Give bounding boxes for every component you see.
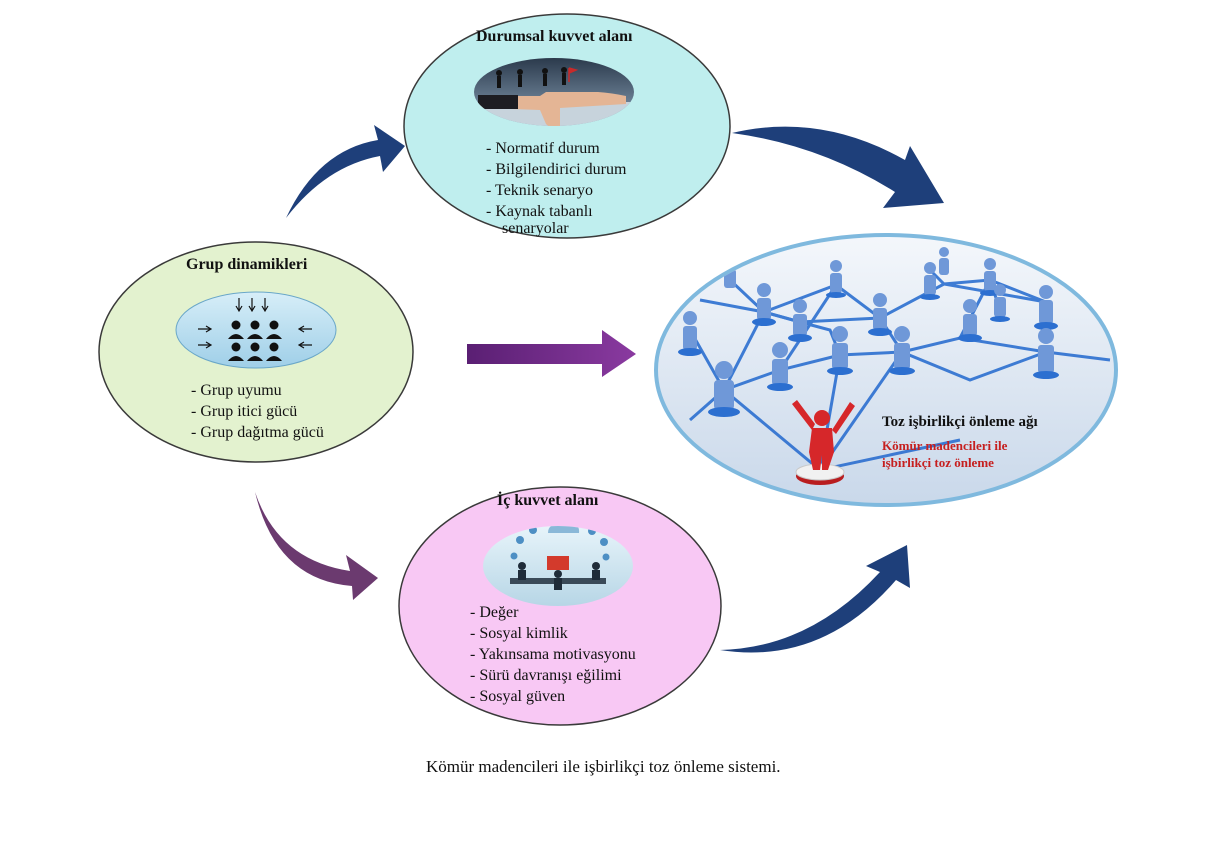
situational-items: - Normatif durum - Bilgilendirici durum …: [486, 138, 626, 239]
network-subtitle: Kömür madencileri ile işbirlikçi toz önl…: [882, 437, 1007, 471]
group-items: - Grup uyumu - Grup itici gücü - Grup da…: [191, 380, 324, 443]
arrow-group-to-situational: [286, 125, 405, 218]
situational-item-resource-cont: senaryolar: [502, 220, 569, 237]
situational-item-technical: - Teknik senaryo: [486, 182, 593, 199]
situational-item-normative: - Normatif durum: [486, 140, 600, 157]
team-desk-cloud-icon: [483, 526, 633, 606]
internal-item-social-identity: - Sosyal kimlik: [470, 625, 568, 642]
group-item-cohesion: - Grup uyumu: [191, 382, 282, 399]
internal-item-convergence: - Yakınsama motivasyonu: [470, 646, 636, 663]
internal-items: - Değer - Sosyal kimlik - Yakınsama moti…: [470, 602, 636, 707]
situational-title: Durumsal kuvvet alanı: [476, 28, 633, 45]
arrow-situational-to-network: [732, 126, 944, 208]
group-item-dispersing: - Grup dağıtma gücü: [191, 424, 324, 441]
group-item-driving: - Grup itici gücü: [191, 403, 298, 420]
arrow-group-to-internal: [255, 492, 378, 600]
situational-force-field-node: [403, 13, 731, 239]
network-subtitle-line1: Kömür madencileri ile: [882, 438, 1008, 453]
raised-arms-person-icon: [792, 400, 855, 485]
figure-caption: Kömür madencileri ile işbirlikçi toz önl…: [426, 757, 781, 776]
collaborative-network-node: [654, 233, 1118, 507]
group-dynamics-node: [98, 241, 414, 463]
group-pressure-icon: [175, 291, 337, 369]
network-subtitle-line2: işbirlikçi toz önleme: [882, 455, 994, 470]
situational-item-resource: - Kaynak tabanlı: [486, 203, 593, 220]
network-title: Toz işbirlikçi önleme ağı: [882, 414, 1038, 430]
internal-item-trust: - Sosyal güven: [470, 688, 566, 705]
internal-title: İç kuvvet alanı: [497, 492, 599, 509]
people-network-icon: [678, 247, 1111, 485]
internal-item-herd: - Sürü davranışı eğilimi: [470, 667, 622, 684]
internal-item-value: - Değer: [470, 604, 519, 621]
group-title: Grup dinamikleri: [186, 256, 308, 273]
arrow-group-to-network: [467, 330, 636, 377]
situational-item-informative: - Bilgilendirici durum: [486, 161, 627, 178]
arrow-internal-to-network: [720, 545, 910, 653]
internal-force-field-node: [398, 486, 722, 726]
